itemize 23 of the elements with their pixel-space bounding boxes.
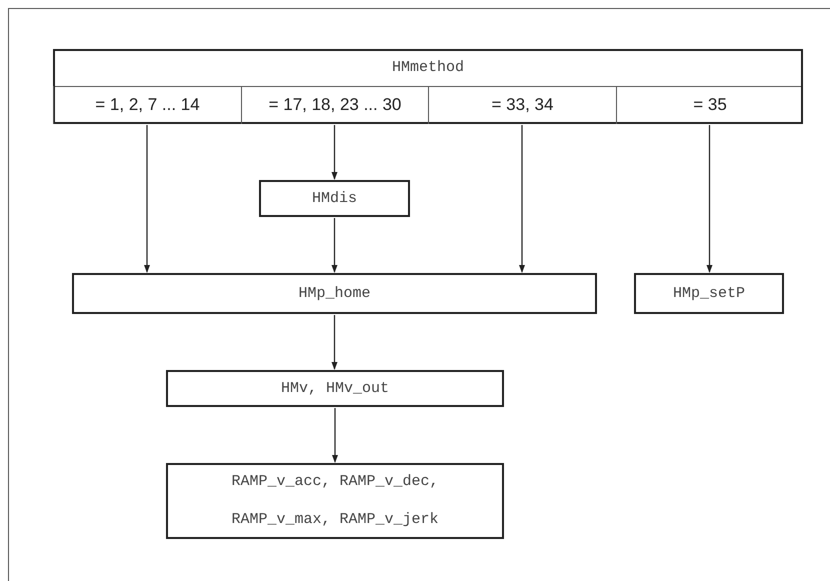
parameter-name: RAMP_v_acc, RAMP_v_dec, RAMP_v_max, RAMP_v_jerk	[230, 472, 440, 530]
arrow	[332, 218, 338, 273]
value-text: = 1, 2, 7 ... 14	[95, 94, 200, 116]
parameter-box	[166, 463, 504, 539]
parameter-box	[72, 273, 597, 314]
arrow	[144, 125, 150, 273]
parameter-table	[53, 49, 803, 124]
parameter-name: HMv, HMv_out	[280, 378, 390, 398]
parameter-box	[634, 273, 784, 314]
value-text: = 35	[693, 94, 727, 116]
parameter-box	[166, 370, 504, 407]
arrow	[332, 125, 338, 180]
value-text: = 17, 18, 23 ... 30	[268, 94, 402, 116]
parameter-name: HMp_home	[298, 284, 370, 304]
parameter-box	[259, 180, 410, 217]
value-text: = 33, 34	[492, 94, 554, 116]
parameter-name: HMdis	[312, 188, 357, 208]
table-heading: HMmethod	[392, 58, 464, 78]
arrow	[332, 408, 338, 463]
arrow	[706, 125, 712, 273]
arrow	[519, 125, 525, 273]
parameter-name: HMp_setP	[672, 284, 745, 304]
arrow	[332, 315, 338, 370]
